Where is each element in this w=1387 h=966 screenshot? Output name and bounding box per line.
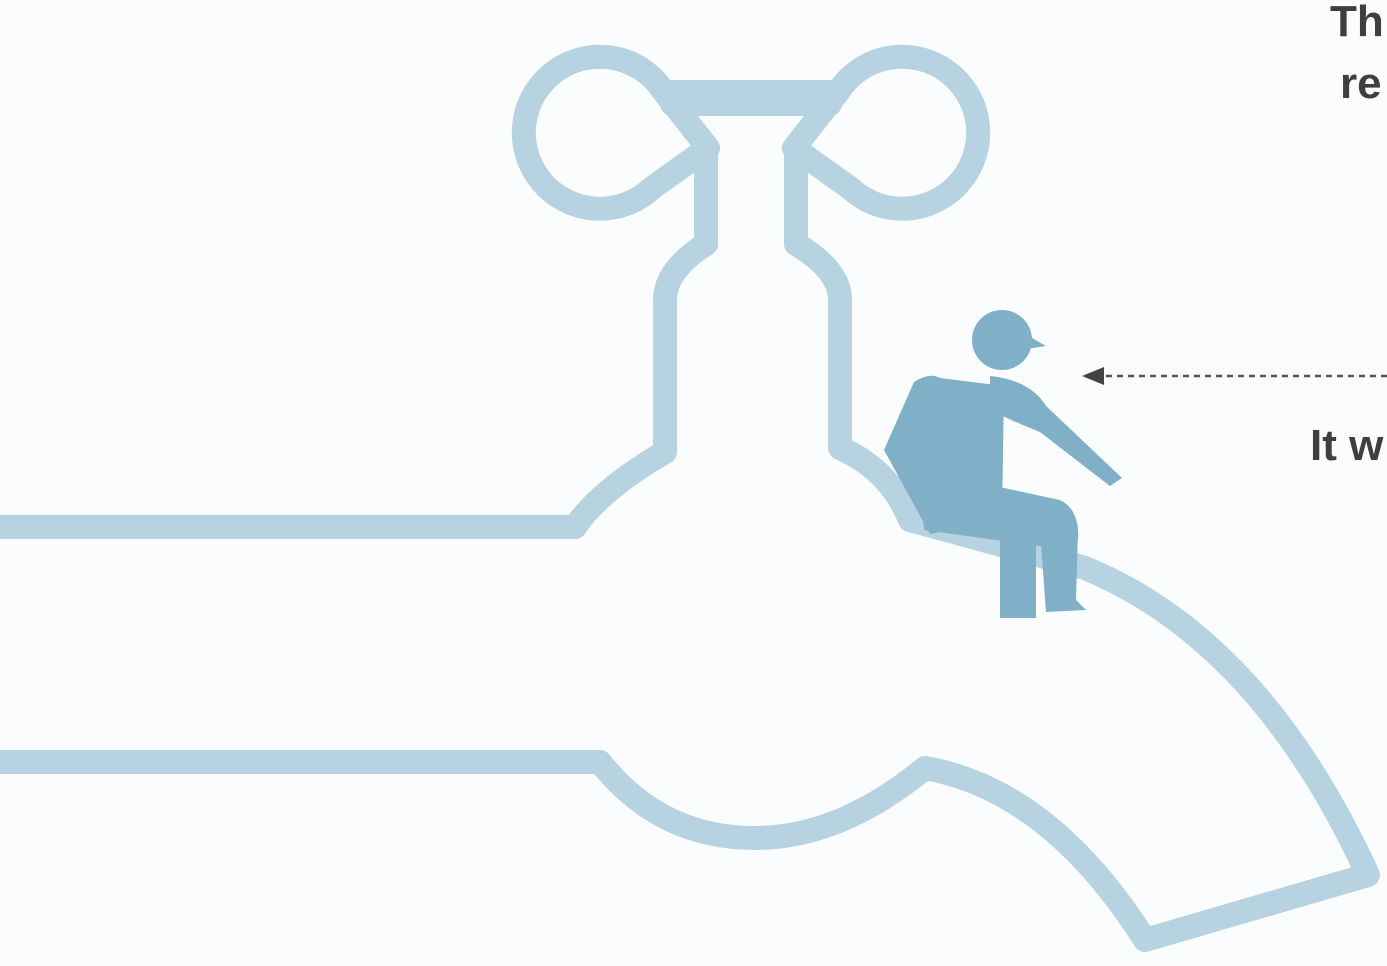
- annotation-text-line-1: Th: [1330, 0, 1384, 44]
- faucet-icon: [0, 57, 1368, 940]
- dashed-arrow-left-icon: [1082, 367, 1387, 385]
- pointer-annotation-text: It w: [1310, 424, 1383, 468]
- faucet-handle-left: [524, 57, 708, 209]
- faucet-handle-right: [794, 57, 978, 209]
- person-cap-brim: [1018, 330, 1046, 350]
- faucet-crossbar: [664, 92, 838, 104]
- person-arm: [990, 376, 1122, 486]
- annotation-text-line-2: re: [1340, 62, 1382, 106]
- arrow-head: [1082, 367, 1104, 385]
- faucet-body-outline: [0, 148, 1368, 940]
- person-leg-back: [1000, 520, 1036, 618]
